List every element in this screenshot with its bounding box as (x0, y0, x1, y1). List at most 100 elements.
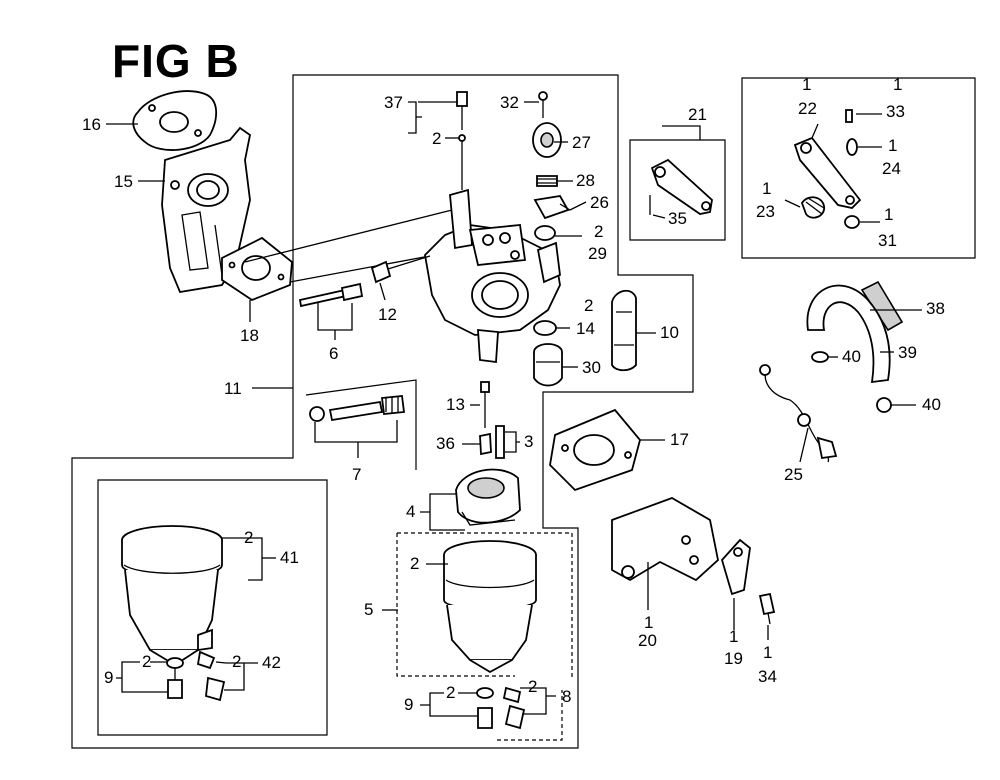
part-24-washer (846, 138, 858, 156)
callout-4: 4 (406, 502, 416, 521)
callout-30: 30 (582, 358, 601, 377)
part-41-float-bowl (121, 525, 223, 667)
part-19-lever (720, 538, 751, 596)
part-16-gasket (132, 90, 218, 151)
callout-14: 14 (576, 319, 595, 338)
callout-33-qty: 1 (893, 75, 903, 94)
callout-27: 27 (572, 133, 591, 152)
callout-34-qty: 1 (763, 643, 773, 662)
part-33-screw (845, 109, 853, 123)
callout-19: 19 (724, 649, 743, 668)
callout-38: 38 (926, 299, 945, 318)
callout-2-screw-left: 2 (232, 652, 242, 671)
carburetor-body (424, 188, 561, 364)
part-29-oring (534, 225, 556, 241)
callout-24-qty: 1 (888, 136, 898, 155)
callout-20-qty: 1 (644, 613, 654, 632)
callout-2-bowl-center: 2 (410, 554, 420, 573)
part-5-float-bowl (443, 540, 537, 674)
callout-2-washer: 2 (432, 129, 442, 148)
part-40-clamp-b (876, 397, 892, 413)
callout-23: 23 (756, 202, 775, 221)
callout-42: 42 (262, 653, 281, 672)
part-14-gasket (533, 320, 557, 336)
part-28-spring (536, 175, 558, 187)
callout-24: 24 (882, 159, 901, 178)
figure-title: FIG B (112, 35, 240, 87)
callout-36: 36 (436, 434, 455, 453)
callout-17: 17 (670, 430, 689, 449)
callout-9-center: 9 (404, 695, 414, 714)
part-31-nut (844, 215, 860, 229)
callout-13: 13 (446, 395, 465, 414)
callout-2-gasket: 2 (584, 296, 594, 315)
part-18-gasket (221, 236, 293, 302)
part-37-screw (456, 91, 468, 190)
section-outlines (71, 74, 976, 749)
callout-31-qty: 1 (884, 205, 894, 224)
part-4-float (455, 468, 521, 526)
part-26-diaphragm (533, 195, 570, 220)
callout-22-qty: 1 (802, 75, 812, 94)
callout-26: 26 (590, 193, 609, 212)
callout-3: 3 (524, 432, 534, 451)
callout-2-screw-center: 2 (528, 677, 538, 696)
callout-25: 25 (784, 465, 803, 484)
callout-22: 22 (798, 99, 817, 118)
callout-9-left: 9 (104, 668, 114, 687)
part-23-spring (800, 196, 825, 219)
part-12-screw (370, 255, 431, 284)
part-9-drain-bolt-left (166, 657, 184, 699)
callout-39: 39 (898, 343, 917, 362)
callout-35: 35 (668, 209, 687, 228)
callout-18: 18 (240, 326, 259, 345)
callout-29: 29 (588, 244, 607, 263)
callout-40-b: 40 (922, 395, 941, 414)
callout-19-qty: 1 (729, 627, 739, 646)
callout-8: 8 (562, 687, 572, 706)
part-32-screw (538, 91, 548, 118)
callout-16: 16 (82, 115, 101, 134)
callout-5: 5 (364, 600, 374, 619)
leader-lines (106, 101, 922, 717)
part-17-gasket (549, 408, 641, 492)
callout-2-bolt-center: 2 (446, 683, 456, 702)
callout-32: 32 (500, 93, 519, 112)
part-20-bracket (611, 497, 719, 582)
part-25-tube (759, 364, 838, 463)
callout-6: 6 (329, 344, 339, 363)
callout-28: 28 (576, 171, 595, 190)
callout-34: 34 (758, 667, 777, 686)
part-10-float (611, 289, 637, 372)
callout-41: 41 (280, 548, 299, 567)
part-34-screw (758, 592, 776, 625)
callout-2-bolt-left: 2 (142, 652, 152, 671)
callout-40-a: 40 (842, 347, 861, 366)
part-15-insulator (161, 126, 251, 294)
callout-37: 37 (384, 93, 403, 112)
callout-23-qty: 1 (762, 179, 772, 198)
part-36-jet (479, 432, 492, 456)
part-8-drain-screw-center (502, 686, 526, 730)
part-40-clamp-a (811, 351, 829, 363)
callout-11: 11 (224, 379, 242, 398)
part-9-drain-bolt-center (476, 687, 494, 729)
callout-7: 7 (352, 465, 362, 484)
part-39-hose (806, 284, 891, 384)
part-30-float-valve (533, 343, 563, 387)
callout-31: 31 (878, 231, 897, 250)
part-13-screw (480, 381, 490, 428)
callout-33: 33 (886, 102, 905, 121)
part-6-screw (298, 282, 364, 308)
callout-12: 12 (378, 305, 397, 324)
part-7-screw-assembly (309, 395, 406, 422)
callout-20: 20 (638, 631, 657, 650)
callout-2-oring: 2 (594, 222, 604, 241)
callout-2-bowl-left: 2 (244, 528, 254, 547)
callout-15: 15 (114, 172, 133, 191)
part-27-cover (532, 122, 562, 158)
callout-10: 10 (660, 323, 679, 342)
part-3-jet (495, 425, 505, 459)
part-42-drain-screw-left (196, 650, 226, 702)
